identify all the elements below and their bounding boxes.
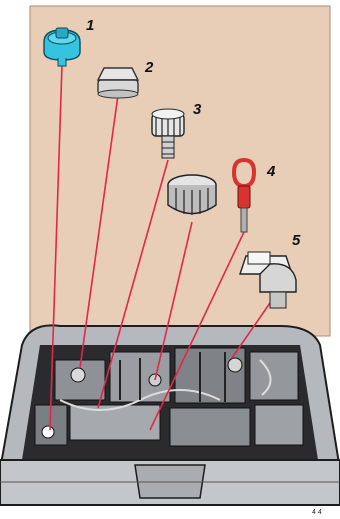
callout-label-3: 3 xyxy=(193,101,202,118)
callout-label-2: 2 xyxy=(144,59,154,76)
oil-filler-cap-icon xyxy=(168,175,216,215)
callout-label-5: 5 xyxy=(292,232,301,249)
callout-label-1: 1 xyxy=(86,17,94,34)
figure-id: 4 4 xyxy=(312,509,322,516)
callout-label-4: 4 xyxy=(266,163,276,180)
washer-fluid-cap-icon xyxy=(98,68,138,98)
